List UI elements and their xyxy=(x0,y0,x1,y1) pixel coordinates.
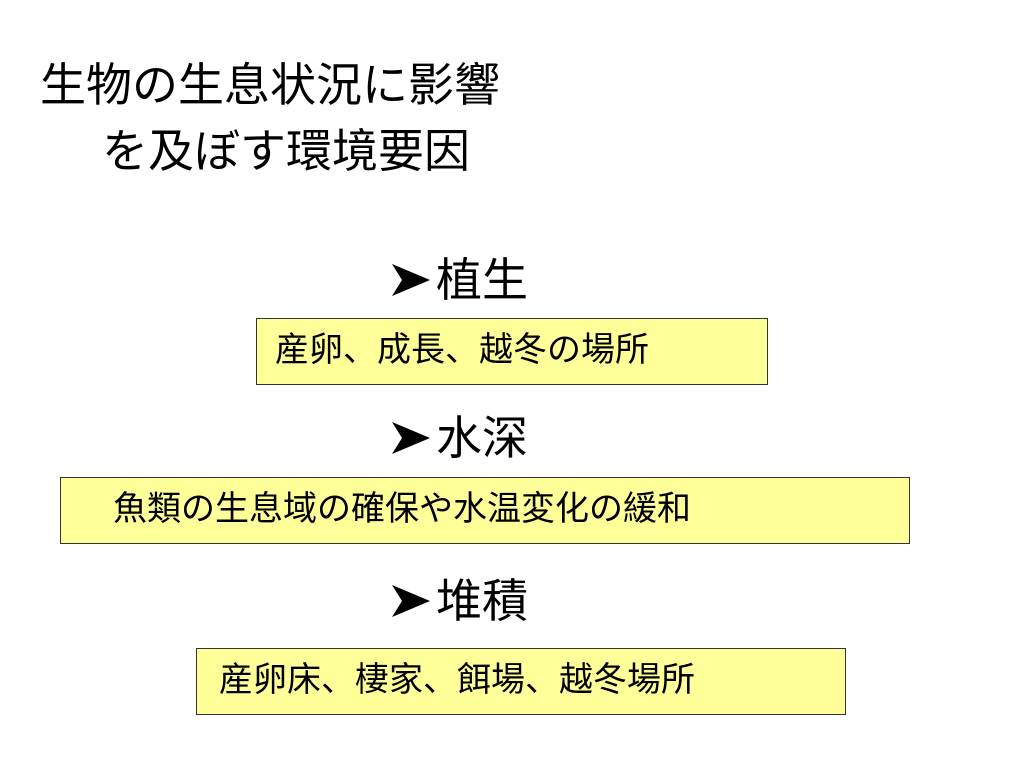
arrow-right-bullet-icon xyxy=(388,260,434,300)
heading-label: 植生 xyxy=(436,253,528,307)
heading-vegetation: 植生 xyxy=(388,252,528,308)
heading-sedimentation: 堆積 xyxy=(388,573,528,629)
description-text: 産卵床、棲家、餌場、越冬場所 xyxy=(219,660,695,700)
arrow-right-bullet-icon xyxy=(388,418,434,458)
heading-water-depth: 水深 xyxy=(388,410,528,466)
slide-title-line-2: を及ぼす環境要因 xyxy=(102,124,470,178)
description-text: 魚類の生息域の確保や水温変化の緩和 xyxy=(113,489,691,529)
description-box-sedimentation: 産卵床、棲家、餌場、越冬場所 xyxy=(196,648,846,715)
heading-label: 水深 xyxy=(436,411,528,465)
arrow-right-bullet-icon xyxy=(388,581,434,621)
description-box-vegetation: 産卵、成長、越冬の場所 xyxy=(256,318,768,385)
heading-label: 堆積 xyxy=(436,574,528,628)
slide-title: 生物の生息状況に影響 を及ぼす環境要因 xyxy=(40,52,500,184)
description-text: 産卵、成長、越冬の場所 xyxy=(275,330,649,370)
slide-title-line-1: 生物の生息状況に影響 xyxy=(40,58,500,112)
description-box-water-depth: 魚類の生息域の確保や水温変化の緩和 xyxy=(60,477,910,544)
